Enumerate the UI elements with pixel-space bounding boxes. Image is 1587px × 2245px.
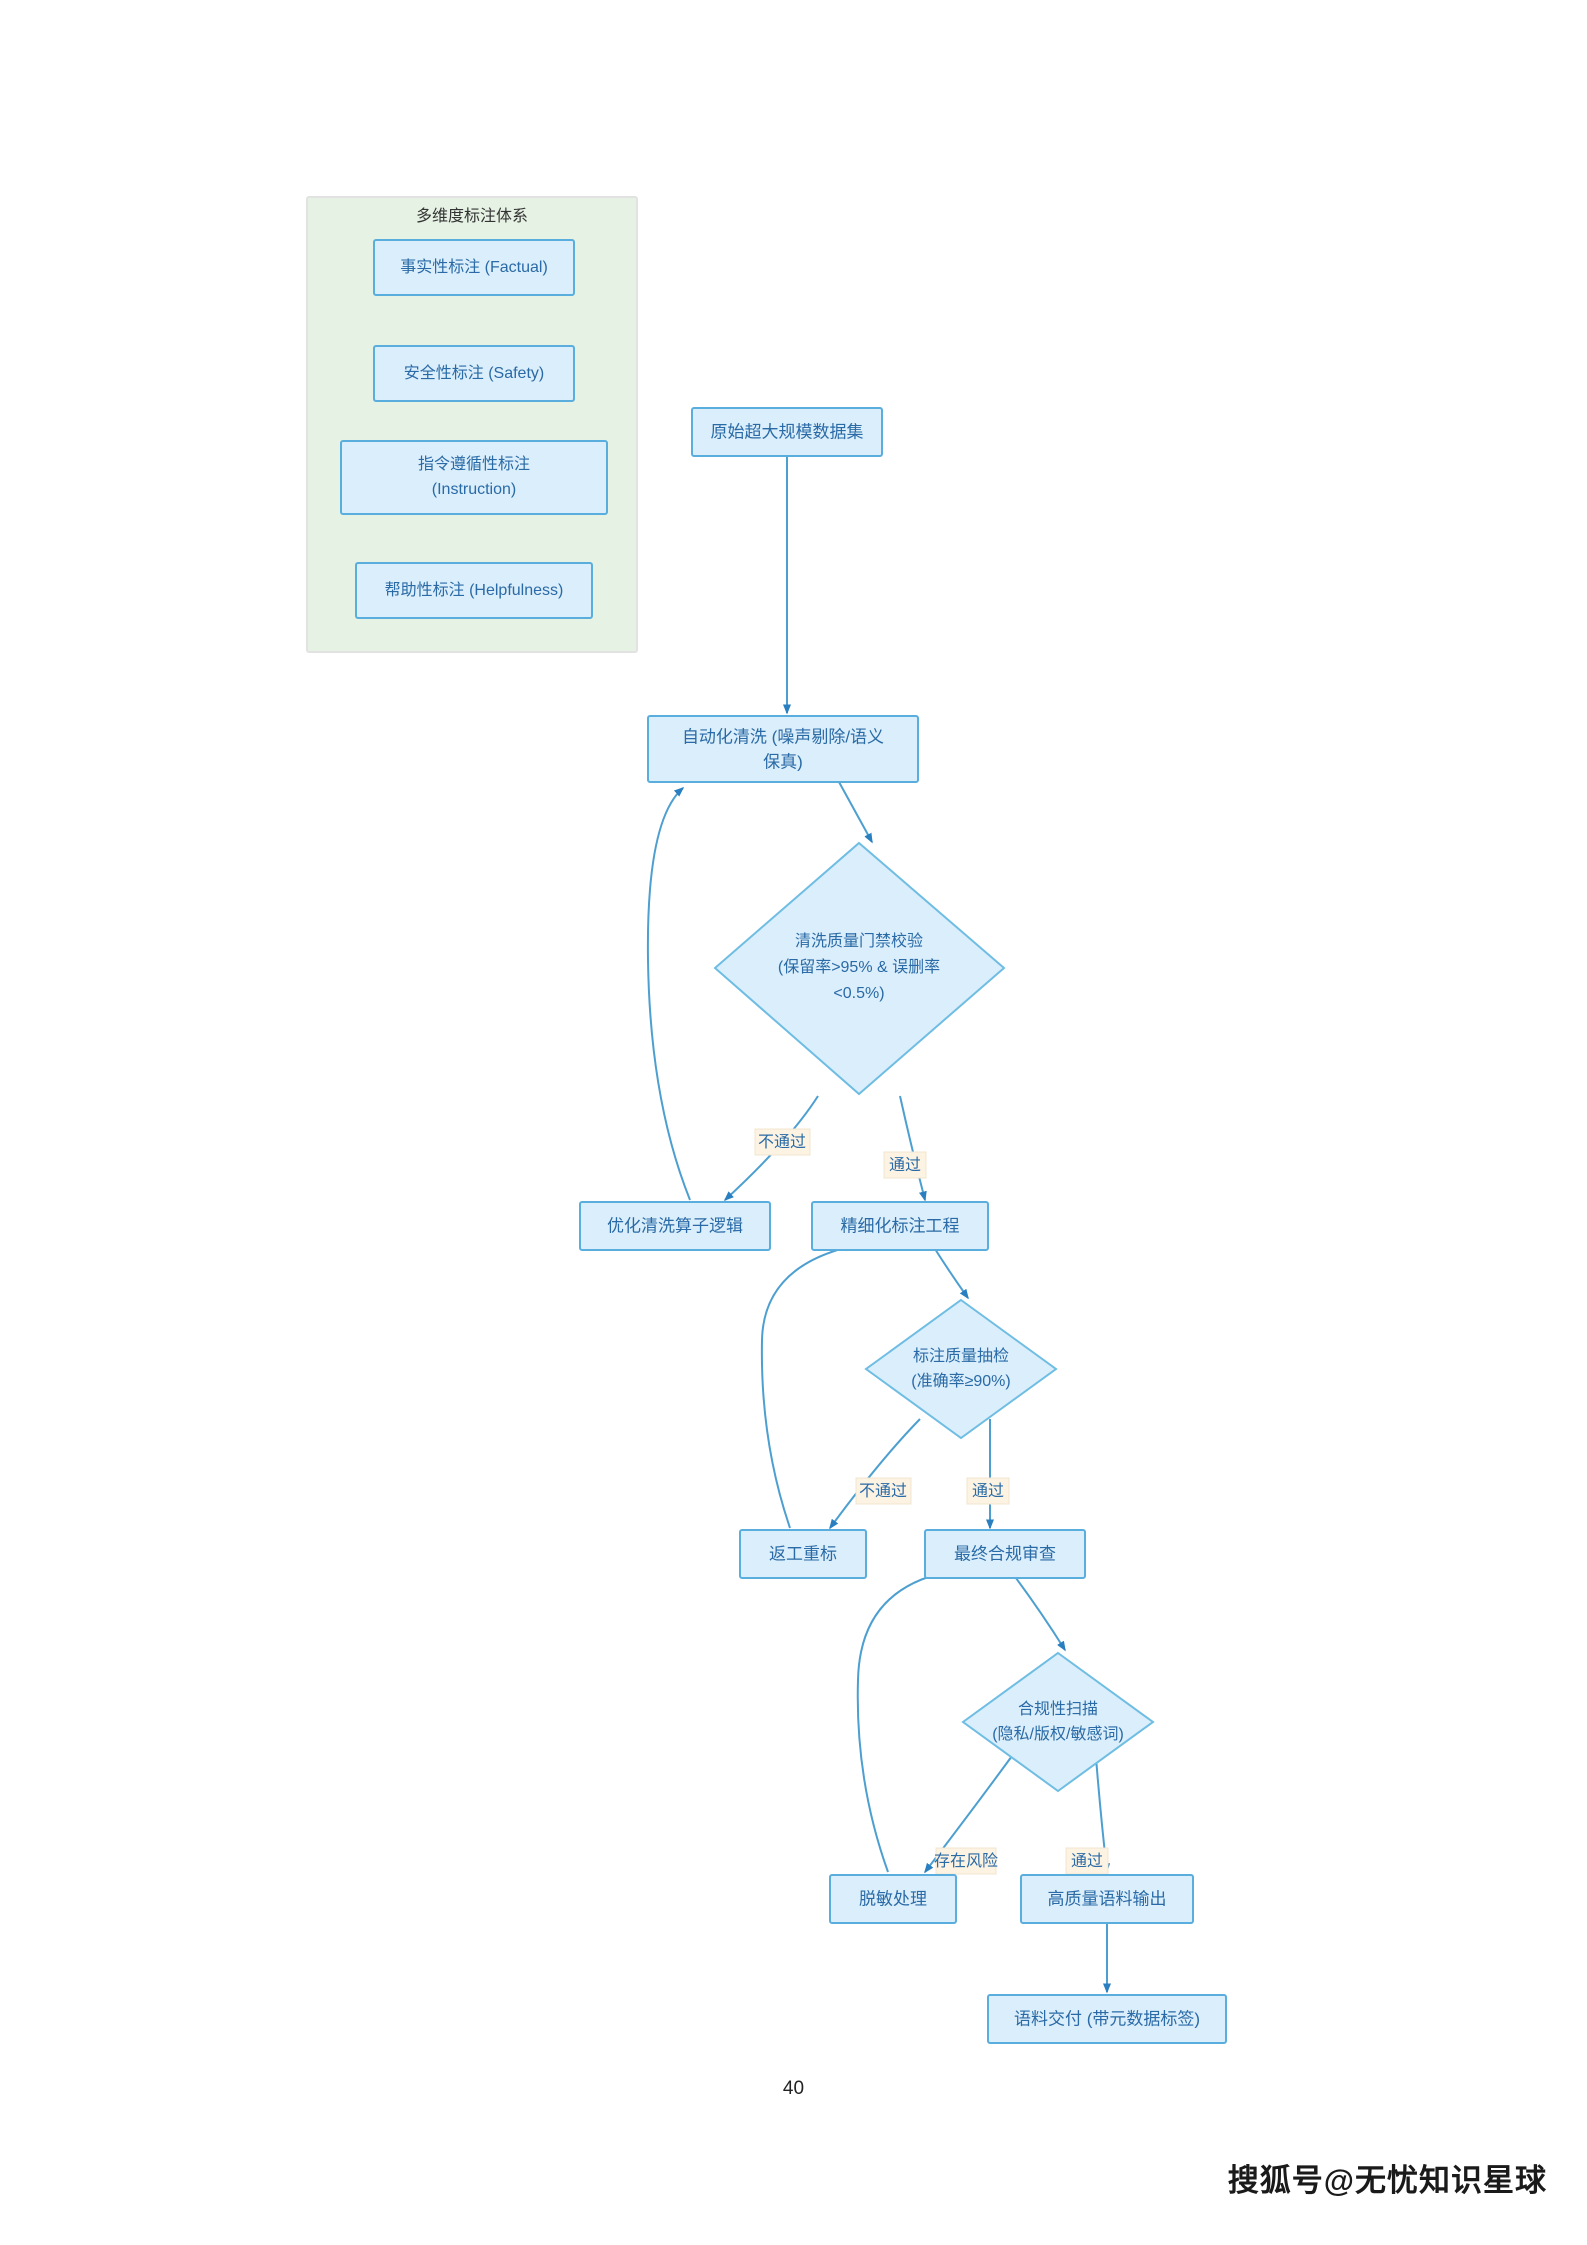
edge-label-gate-fail-text: 不通过: [758, 1133, 806, 1151]
subgraph-item-helpfulness-box[interactable]: [355, 562, 593, 619]
node-annotation-audit[interactable]: 标注质量抽检 (准确率≥90%): [864, 1298, 1058, 1440]
subgraph-item-factual[interactable]: 事实性标注 (Factual): [373, 239, 575, 296]
node-auto-clean[interactable]: 自动化清洗 (噪声剔除/语义 保真): [647, 715, 919, 783]
edge-clean-to-gate: [838, 781, 873, 844]
edge-label-scan-risk-box: [935, 1847, 997, 1875]
node-fine-annotation[interactable]: 精细化标注工程: [811, 1201, 989, 1251]
node-optimize-operator[interactable]: 优化清洗算子逻辑: [579, 1201, 771, 1251]
node-compliance-scan-label-line2: (隐私/版权/敏感词): [992, 1725, 1124, 1743]
node-annotation-audit-label-line1: 标注质量抽检: [913, 1347, 1009, 1365]
subgraph-item-helpfulness-label: 帮助性标注 (Helpfulness): [385, 581, 564, 599]
node-auto-clean-label-line1: 自动化清洗 (噪声剔除/语义: [682, 727, 884, 746]
node-high-quality-output-box[interactable]: [1020, 1874, 1194, 1924]
node-compliance-scan-shape[interactable]: [961, 1651, 1155, 1793]
node-clean-gate-shape[interactable]: [713, 841, 1006, 1096]
subgraph-item-factual-label: 事实性标注 (Factual): [400, 258, 548, 276]
node-high-quality-output[interactable]: 高质量语料输出: [1020, 1874, 1194, 1924]
subgraph-item-safety-box[interactable]: [373, 345, 575, 402]
node-raw-dataset-box[interactable]: [691, 407, 883, 457]
subgraph-item-instruction-label-line2: (Instruction): [432, 481, 516, 498]
node-auto-clean-box[interactable]: [647, 715, 919, 783]
subgraph-item-helpfulness[interactable]: 帮助性标注 (Helpfulness): [355, 562, 593, 619]
node-clean-gate-label-line3: <0.5%): [833, 985, 884, 1002]
node-rework-label: 返工重标: [769, 1544, 837, 1563]
subgraph-annotation-system: 多维度标注体系 事实性标注 (Factual) 安全性标注 (Safety) 指…: [306, 196, 638, 653]
edge-compliance-to-scan: [1009, 1569, 1066, 1652]
edge-label-gate-fail: 不通过: [754, 1128, 811, 1156]
subgraph-container: [306, 196, 638, 653]
node-corpus-delivery[interactable]: 语料交付 (带元数据标签): [987, 1994, 1227, 2044]
watermark: 搜狐号@无忧知识星球: [1227, 2163, 1547, 2198]
subgraph-item-instruction-label-line1: 指令遵循性标注: [418, 454, 530, 473]
subgraph-title: 多维度标注体系: [416, 207, 528, 225]
edge-label-audit-pass-text: 通过: [972, 1482, 1004, 1500]
edge-labels: 不通过 通过 不通过 通过 存在风险 通过: [754, 1128, 1109, 1875]
subgraph-item-safety[interactable]: 安全性标注 (Safety): [373, 345, 575, 402]
edge-label-gate-pass: 通过: [883, 1151, 927, 1179]
node-desensitize[interactable]: 脱敏处理: [829, 1874, 957, 1924]
edge-desensitize-to-compliance: [856, 1569, 949, 1873]
node-fine-annotation-box[interactable]: [811, 1201, 989, 1251]
edge-label-gate-pass-text: 通过: [889, 1156, 921, 1174]
edge-label-gate-pass-box: [883, 1151, 927, 1179]
node-desensitize-label: 脱敏处理: [859, 1889, 927, 1908]
node-rework[interactable]: 返工重标: [739, 1529, 867, 1579]
subgraph-item-instruction-box[interactable]: [340, 440, 608, 515]
subgraph-item-safety-label: 安全性标注 (Safety): [404, 364, 544, 382]
edge-label-gate-fail-box: [754, 1128, 811, 1156]
node-optimize-operator-label: 优化清洗算子逻辑: [607, 1216, 743, 1235]
node-final-compliance-box[interactable]: [924, 1529, 1086, 1579]
edge-label-audit-fail-text: 不通过: [859, 1482, 907, 1500]
edge-label-audit-fail-box: [855, 1477, 912, 1505]
node-clean-gate[interactable]: 清洗质量门禁校验 (保留率>95% & 误删率 <0.5%): [713, 841, 1006, 1096]
node-high-quality-output-label: 高质量语料输出: [1048, 1889, 1167, 1908]
edge-label-scan-pass: 通过: [1065, 1847, 1109, 1875]
edge-rework-to-annotation: [760, 1238, 884, 1529]
edge-label-scan-risk: 存在风险: [934, 1847, 998, 1875]
edge-audit-to-rework: [829, 1418, 921, 1530]
node-desensitize-box[interactable]: [829, 1874, 957, 1924]
edge-label-scan-risk-text: 存在风险: [934, 1852, 998, 1870]
node-optimize-operator-box[interactable]: [579, 1201, 771, 1251]
node-clean-gate-label-line2: (保留率>95% & 误删率: [778, 958, 940, 976]
node-auto-clean-label-line2: 保真): [763, 752, 803, 771]
node-final-compliance[interactable]: 最终合规审查: [924, 1529, 1086, 1579]
flow-nodes: 原始超大规模数据集 自动化清洗 (噪声剔除/语义 保真) 清洗质量门禁校验 (保…: [579, 407, 1227, 2044]
node-raw-dataset[interactable]: 原始超大规模数据集: [691, 407, 883, 457]
subgraph-item-instruction[interactable]: 指令遵循性标注 (Instruction): [340, 440, 608, 515]
node-compliance-scan-label-line1: 合规性扫描: [1018, 1700, 1098, 1718]
node-clean-gate-label-line1: 清洗质量门禁校验: [795, 932, 923, 950]
page-number: 40: [782, 2078, 805, 2099]
edge-optimize-to-clean: [646, 787, 691, 1201]
edge-label-audit-pass: 通过: [966, 1477, 1010, 1505]
edge-label-scan-pass-text: 通过: [1071, 1852, 1103, 1870]
edge-label-audit-fail: 不通过: [855, 1477, 912, 1505]
node-corpus-delivery-label: 语料交付 (带元数据标签): [1014, 2009, 1200, 2028]
edge-gate-to-annotation: [899, 1095, 927, 1202]
node-rework-box[interactable]: [739, 1529, 867, 1579]
edge-label-audit-pass-box: [966, 1477, 1010, 1505]
node-corpus-delivery-box[interactable]: [987, 1994, 1227, 2044]
node-final-compliance-label: 最终合规审查: [954, 1544, 1056, 1563]
node-annotation-audit-shape[interactable]: [864, 1298, 1058, 1440]
subgraph-item-factual-box[interactable]: [373, 239, 575, 296]
node-raw-dataset-label: 原始超大规模数据集: [711, 422, 864, 441]
node-compliance-scan[interactable]: 合规性扫描 (隐私/版权/敏感词): [961, 1651, 1155, 1793]
node-annotation-audit-label-line2: (准确率≥90%): [911, 1372, 1010, 1390]
node-fine-annotation-label: 精细化标注工程: [841, 1216, 960, 1235]
